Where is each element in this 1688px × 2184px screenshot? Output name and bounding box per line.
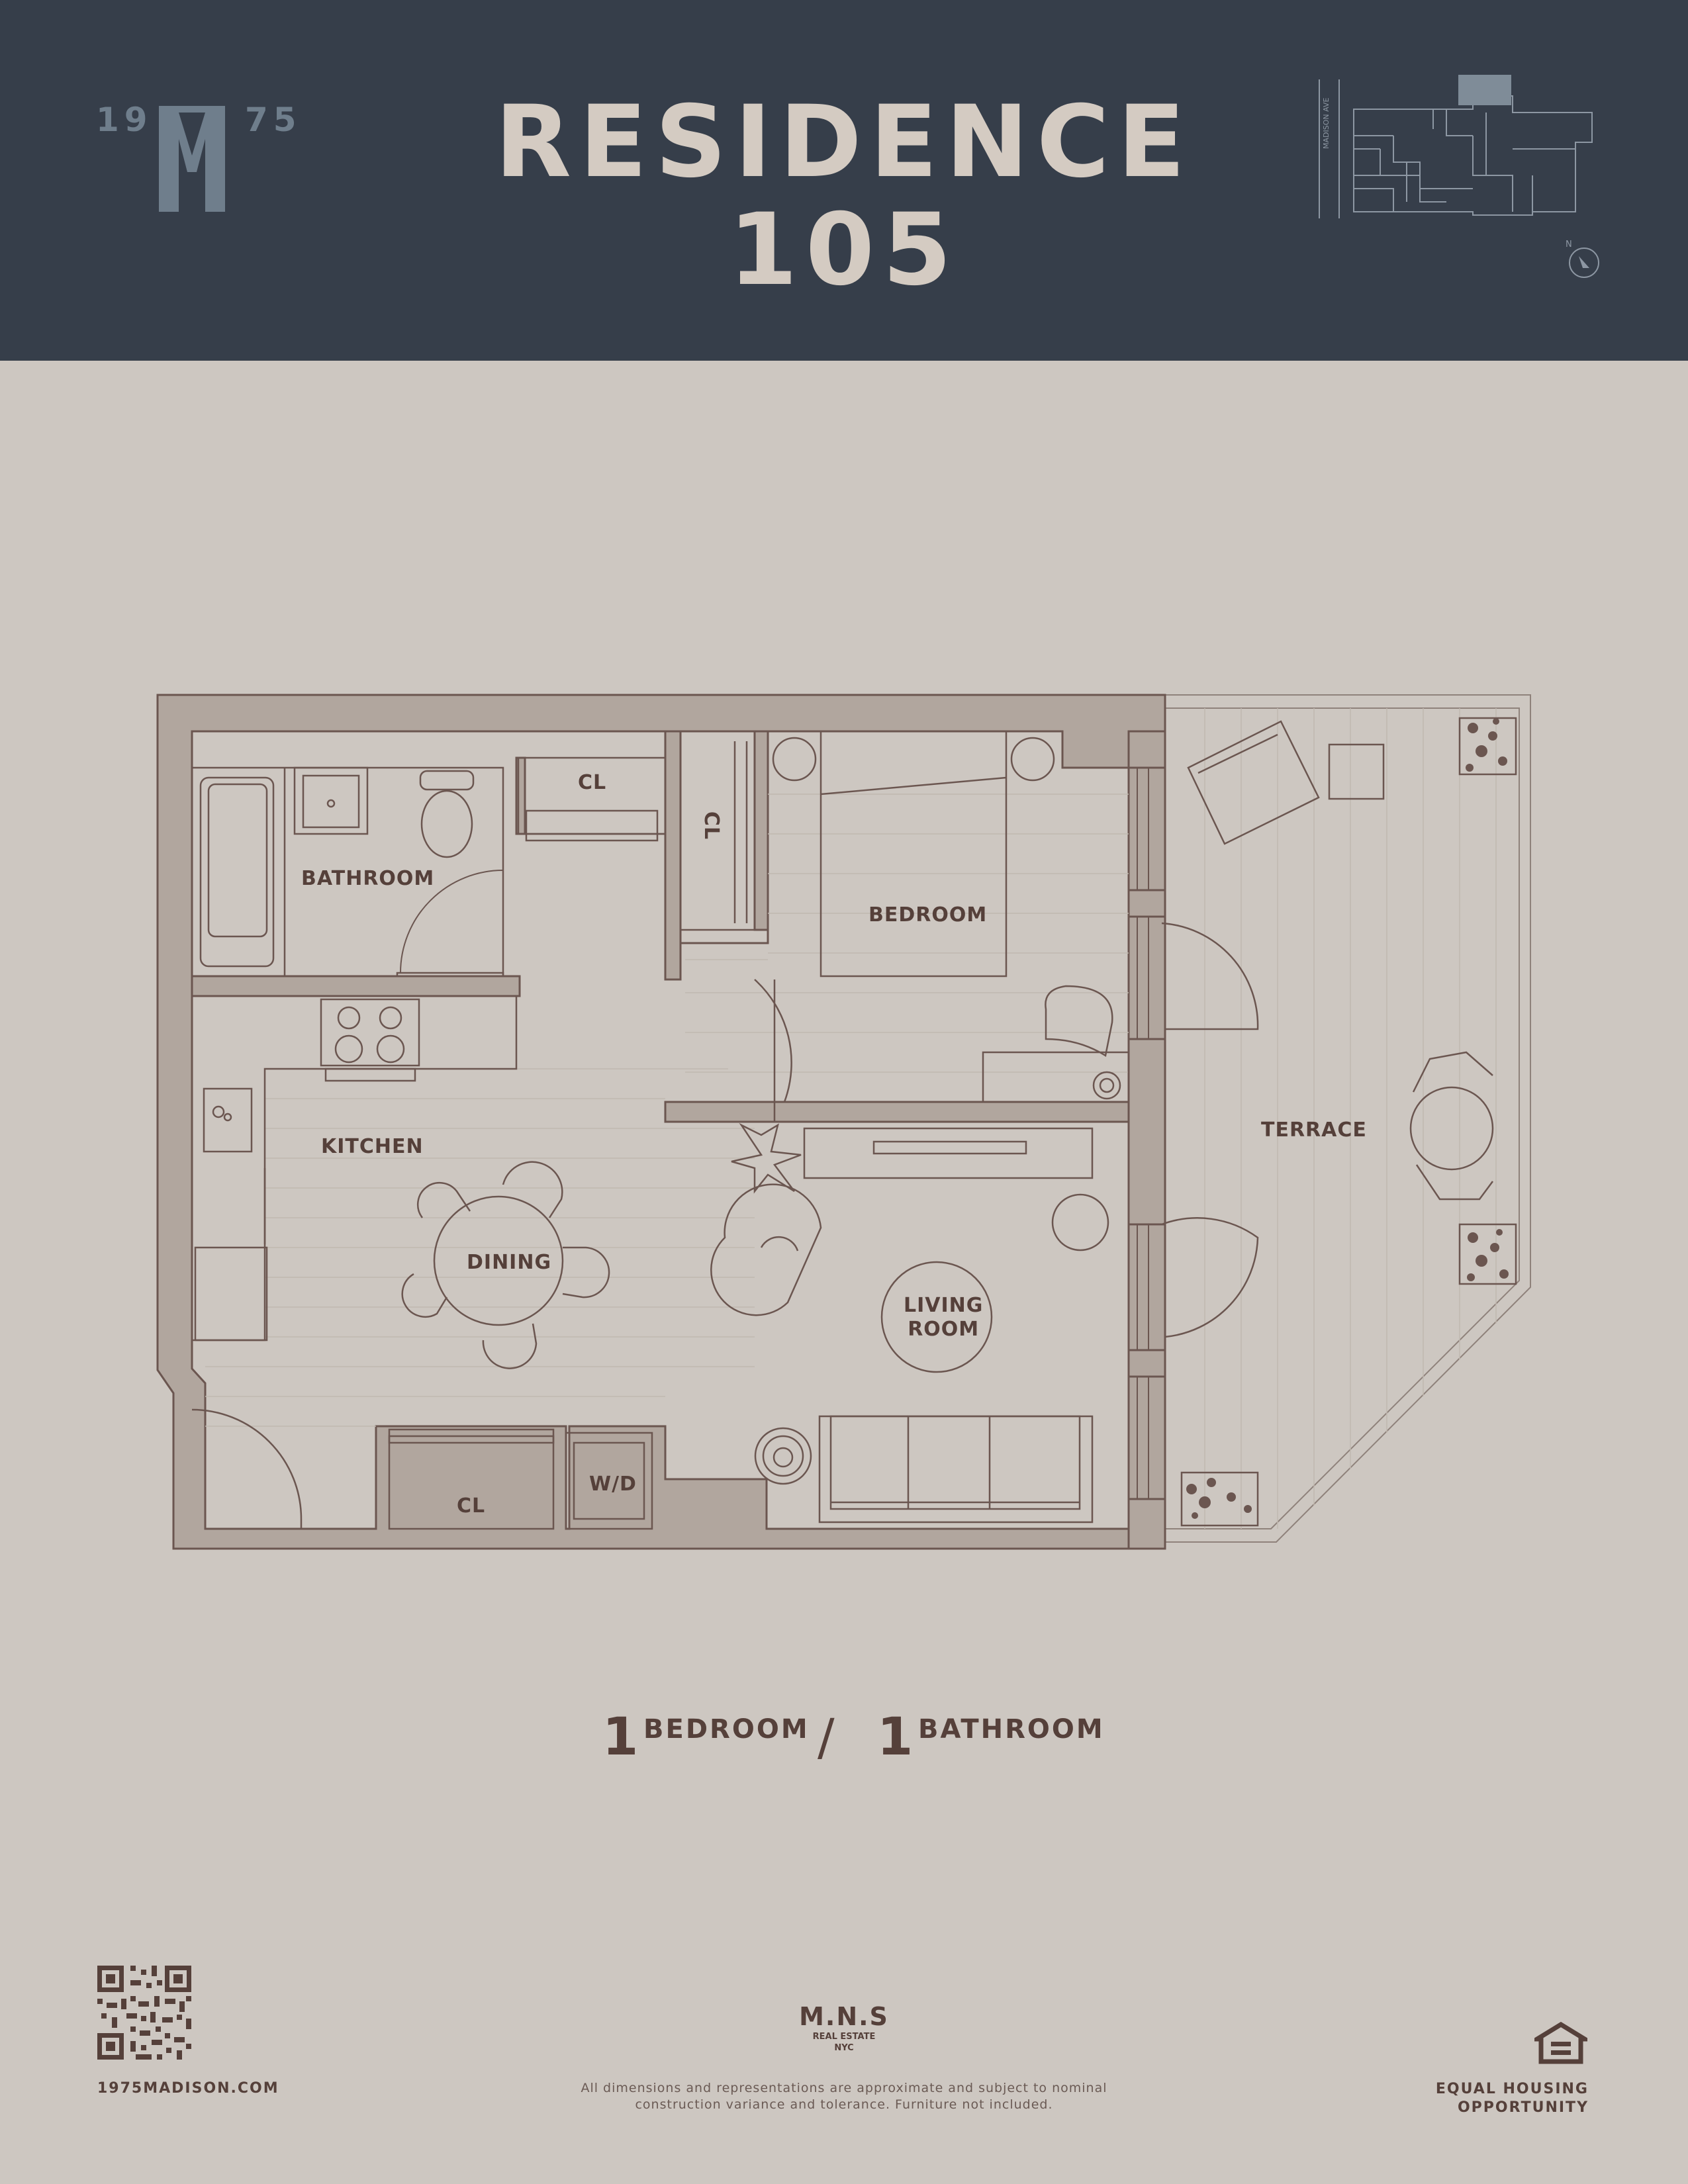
- brokerage-name: M.N.S: [799, 2002, 889, 2031]
- logo-year-right: 75: [245, 101, 302, 139]
- keyplan-street-label: MADISON AVE: [1322, 98, 1331, 149]
- equal-housing-text: EQUAL HOUSING OPPORTUNITY: [1423, 2080, 1589, 2117]
- qr-code-icon[interactable]: [97, 1966, 191, 2060]
- summary-separator: /: [818, 1707, 835, 1766]
- interior-walls: [191, 730, 1166, 1550]
- plant-icons: [1186, 718, 1509, 1519]
- room-label-closet-top: CL: [578, 771, 607, 794]
- room-label-kitchen: KITCHEN: [321, 1135, 424, 1158]
- eho-line2: OPPORTUNITY: [1457, 2099, 1589, 2116]
- room-label-terrace: TERRACE: [1261, 1118, 1367, 1142]
- terrace-furniture: [1180, 717, 1517, 1527]
- brokerage-line3: NYC: [834, 2043, 854, 2053]
- brokerage-line2: REAL ESTATE: [812, 2032, 876, 2042]
- disclaimer-line1: All dimensions and representations are a…: [581, 2081, 1107, 2095]
- bedroom-furniture: [754, 730, 1259, 1122]
- closet-top: [516, 756, 667, 842]
- room-label-washer-dryer: W/D: [589, 1473, 637, 1496]
- m-monogram-logo: 19 75: [96, 93, 297, 225]
- dining-table: [401, 1161, 610, 1369]
- living-room-line1: LIVING: [904, 1294, 984, 1317]
- bedroom-word: BEDROOM: [643, 1714, 810, 1745]
- kitchen-fixtures: [191, 996, 518, 1529]
- floor-plan: [156, 694, 1531, 1550]
- bathroom-fixtures: [191, 766, 504, 978]
- disclaimer: All dimensions and representations are a…: [530, 2080, 1158, 2113]
- living-room-furniture: [710, 1122, 1259, 1524]
- brokerage-logo: M.N.S REAL ESTATE NYC: [768, 2002, 920, 2054]
- residence-number: 105: [728, 193, 960, 308]
- bedroom-count: 1: [602, 1707, 639, 1767]
- m-letter-icon: [159, 106, 225, 212]
- equal-housing-icon: [1534, 2022, 1587, 2064]
- compass-letter: N: [1566, 240, 1572, 250]
- room-label-bathroom: BATHROOM: [301, 867, 435, 890]
- terrace-area: [1164, 694, 1531, 1543]
- building-keyplan-icon: MADISON AVE N: [1319, 75, 1599, 278]
- eho-line1: EQUAL HOUSING: [1435, 2081, 1589, 2097]
- bedroom-closet: [679, 730, 756, 931]
- room-label-closet-bottom: CL: [457, 1494, 486, 1518]
- unit-summary: 1 BEDROOM / 1 BATHROOM: [0, 1707, 1688, 1767]
- room-label-closet-bedroom: CL: [700, 811, 724, 841]
- disclaimer-line2: construction variance and tolerance. Fur…: [635, 2097, 1053, 2112]
- logo-year-left: 19: [96, 101, 153, 139]
- living-room-line2: ROOM: [908, 1318, 980, 1341]
- room-label-living-room: LIVING ROOM: [904, 1294, 983, 1342]
- website-link[interactable]: 1975MADISON.COM: [97, 2080, 279, 2097]
- bathroom-count: 1: [877, 1707, 914, 1767]
- room-label-bedroom: BEDROOM: [868, 903, 988, 927]
- bathroom-word: BATHROOM: [918, 1714, 1105, 1745]
- room-label-dining: DINING: [467, 1251, 552, 1274]
- bottom-closet-wd: [388, 1428, 653, 1530]
- header-banner: 19 75 RESIDENCE 105 MADISON AVE N: [0, 0, 1688, 361]
- page-title: RESIDENCE: [494, 85, 1194, 200]
